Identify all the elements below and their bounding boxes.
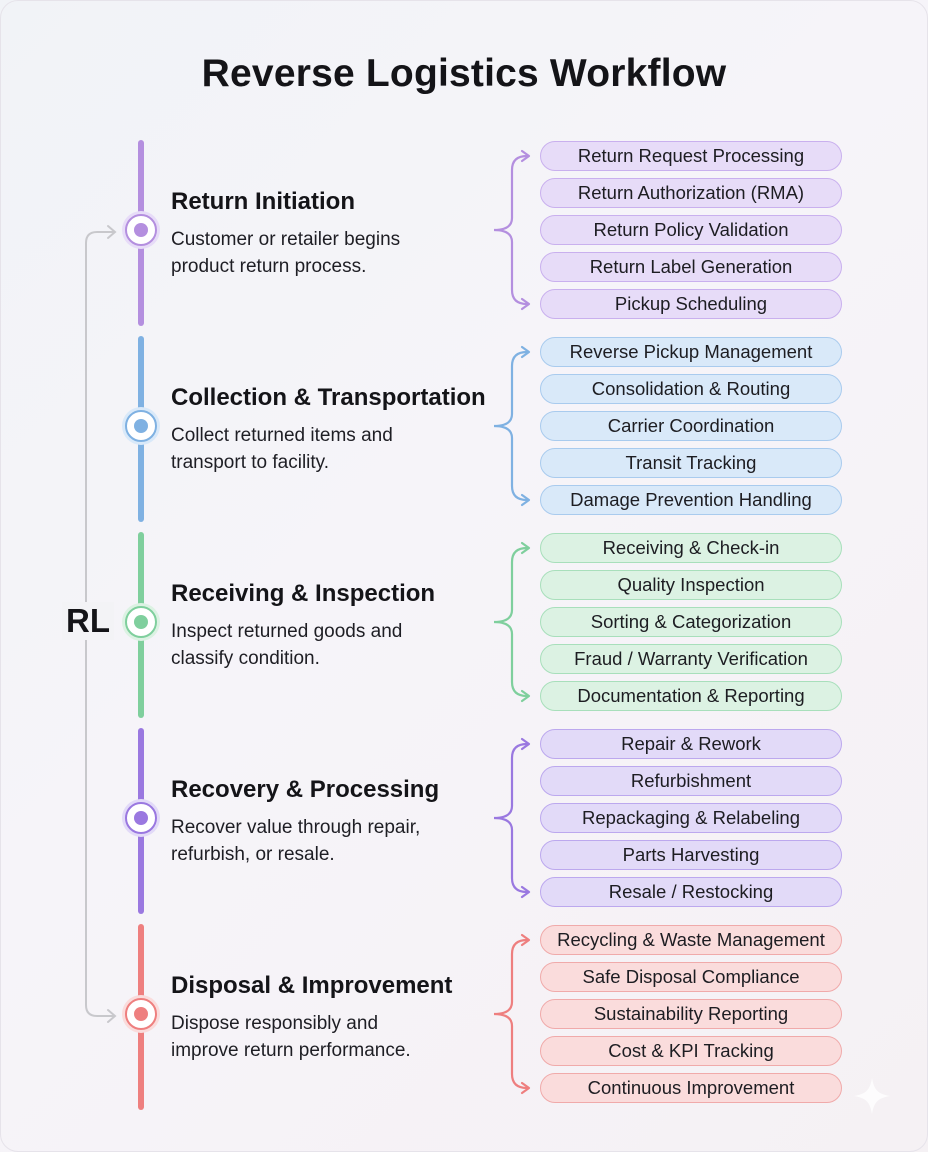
stage-item-pill: Return Policy Validation (540, 215, 842, 245)
stage-item-pill: Damage Prevention Handling (540, 485, 842, 515)
stage-description-line: improve return performance. (171, 1040, 411, 1061)
stage-item-pill: Consolidation & Routing (540, 374, 842, 404)
brace-icon (493, 345, 531, 507)
stage-node-icon (125, 802, 157, 834)
stage-node-icon (125, 606, 157, 638)
stage-description-line: Collect returned items and (171, 425, 393, 446)
stage-title: Recovery & Processing (171, 776, 440, 803)
stage-description-line: Recover value through repair, (171, 817, 421, 838)
stage-description-line: Dispose responsibly and (171, 1013, 379, 1034)
stage-title: Collection & Transportation (171, 384, 486, 411)
stage-node-dot (134, 223, 148, 237)
stage-item-pill: Cost & KPI Tracking (540, 1036, 842, 1066)
brace-icon (493, 541, 531, 703)
stage-description: Dispose responsibly and improve return p… (171, 1010, 471, 1064)
stage-node-dot (134, 419, 148, 433)
stage-4: Recovery & Processing Recover value thro… (0, 724, 928, 920)
stage-title: Disposal & Improvement (171, 972, 453, 999)
stage-item-pill: Receiving & Check-in (540, 533, 842, 563)
stage-node-icon (125, 998, 157, 1030)
brace-icon (493, 933, 531, 1095)
brace-icon (493, 737, 531, 899)
arrow-head-icon (107, 225, 117, 239)
stage-node-dot (134, 811, 148, 825)
stage-1: Return Initiation Customer or retailer b… (0, 136, 928, 332)
stage-description: Recover value through repair, refurbish,… (171, 814, 471, 868)
stage-node-dot (134, 1007, 148, 1021)
stage-item-pill: Fraud / Warranty Verification (540, 644, 842, 674)
stage-description: Inspect returned goods and classify cond… (171, 618, 471, 672)
stage-item-pill: Sustainability Reporting (540, 999, 842, 1029)
stage-item-pill: Repair & Rework (540, 729, 842, 759)
rl-side-label: RL (62, 602, 114, 640)
stage-node-icon (125, 410, 157, 442)
stage-description-line: Inspect returned goods and (171, 621, 403, 642)
stage-item-pill: Documentation & Reporting (540, 681, 842, 711)
stage-description-line: classify condition. (171, 648, 320, 669)
stage-item-pill: Pickup Scheduling (540, 289, 842, 319)
stage-item-pill: Sorting & Categorization (540, 607, 842, 637)
brace-icon (493, 149, 531, 311)
stage-3: Receiving & Inspection Inspect returned … (0, 528, 928, 724)
page-title: Reverse Logistics Workflow (201, 52, 727, 95)
stage-description-line: Customer or retailer begins (171, 229, 401, 250)
stage-item-pill: Resale / Restocking (540, 877, 842, 907)
stage-item-pill: Parts Harvesting (540, 840, 842, 870)
stage-description: Collect returned items and transport to … (171, 422, 471, 476)
stage-description-line: product return process. (171, 256, 367, 277)
sparkle-icon (854, 1078, 890, 1114)
stage-item-pill: Return Authorization (RMA) (540, 178, 842, 208)
stage-title: Return Initiation (171, 188, 355, 215)
stage-item-pill: Continuous Improvement (540, 1073, 842, 1103)
stage-5: Disposal & Improvement Dispose responsib… (0, 920, 928, 1116)
stage-description-line: refurbish, or resale. (171, 844, 335, 865)
stage-item-pill: Return Request Processing (540, 141, 842, 171)
stage-item-pill: Recycling & Waste Management (540, 925, 842, 955)
stage-item-pill: Repackaging & Relabeling (540, 803, 842, 833)
stage-item-pill: Refurbishment (540, 766, 842, 796)
stage-item-pill: Carrier Coordination (540, 411, 842, 441)
stage-item-pill: Reverse Pickup Management (540, 337, 842, 367)
stage-2: Collection & Transportation Collect retu… (0, 332, 928, 528)
stage-description-line: transport to facility. (171, 452, 330, 473)
stage-description: Customer or retailer begins product retu… (171, 226, 471, 280)
stage-item-pill: Safe Disposal Compliance (540, 962, 842, 992)
arrow-head-icon (107, 1009, 117, 1023)
stage-item-pill: Return Label Generation (540, 252, 842, 282)
stage-item-pill: Transit Tracking (540, 448, 842, 478)
stage-node-icon (125, 214, 157, 246)
stage-title: Receiving & Inspection (171, 580, 436, 607)
stage-item-pill: Quality Inspection (540, 570, 842, 600)
stage-node-dot (134, 615, 148, 629)
